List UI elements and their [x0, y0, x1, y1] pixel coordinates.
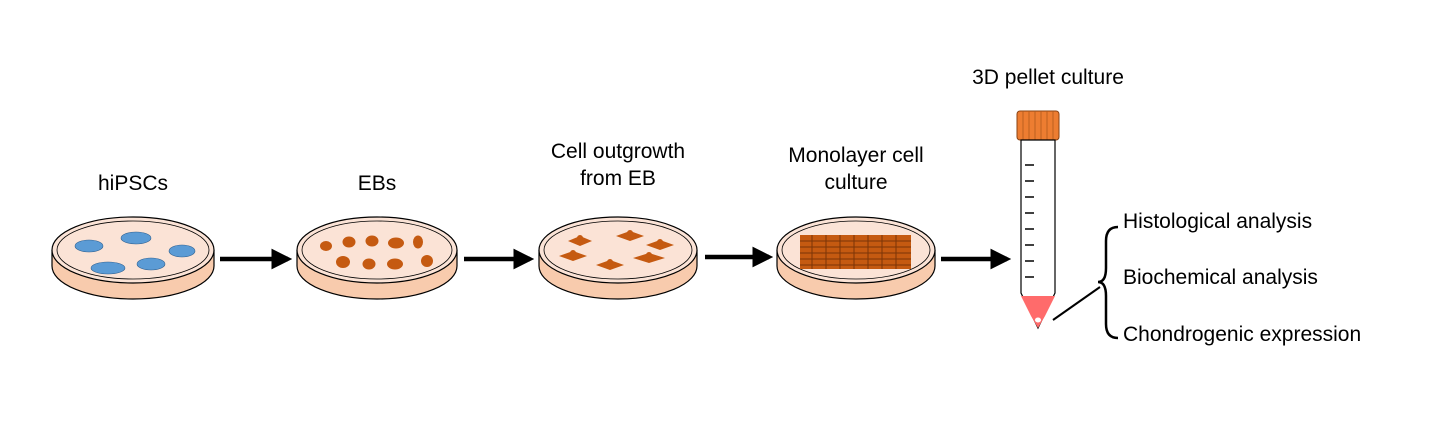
petri-dish-hipscs: [51, 216, 215, 300]
label-monolayer: Monolayer cell culture: [788, 144, 924, 194]
monolayer-cells: [800, 235, 911, 269]
outputs-brace: [1097, 225, 1119, 340]
label-outgrowth: Cell outgrowth from EB: [550, 140, 686, 190]
label-hipscs: hiPSCs: [97, 172, 169, 195]
output-biochemical: Biochemical analysis: [1123, 266, 1318, 289]
conical-tube: [1016, 110, 1060, 330]
petri-dish-outgrowth: [538, 216, 698, 300]
embryoid-bodies: [320, 235, 433, 270]
outgrowth-colonies: [559, 230, 674, 270]
pellet-connector: [1052, 286, 1101, 321]
stem-cell-colonies: [74, 231, 196, 275]
petri-dish-ebs: [296, 216, 458, 300]
label-ebs: EBs: [357, 172, 397, 195]
output-histological: Histological analysis: [1123, 210, 1313, 233]
output-chondrogenic: Chondrogenic expression: [1123, 323, 1362, 346]
process-arrows: [220, 246, 1012, 270]
tube-graduations: [1025, 164, 1034, 278]
label-pellet: 3D pellet culture: [972, 66, 1124, 89]
cell-pellet: [1021, 296, 1055, 328]
petri-dish-monolayer: [776, 216, 936, 300]
